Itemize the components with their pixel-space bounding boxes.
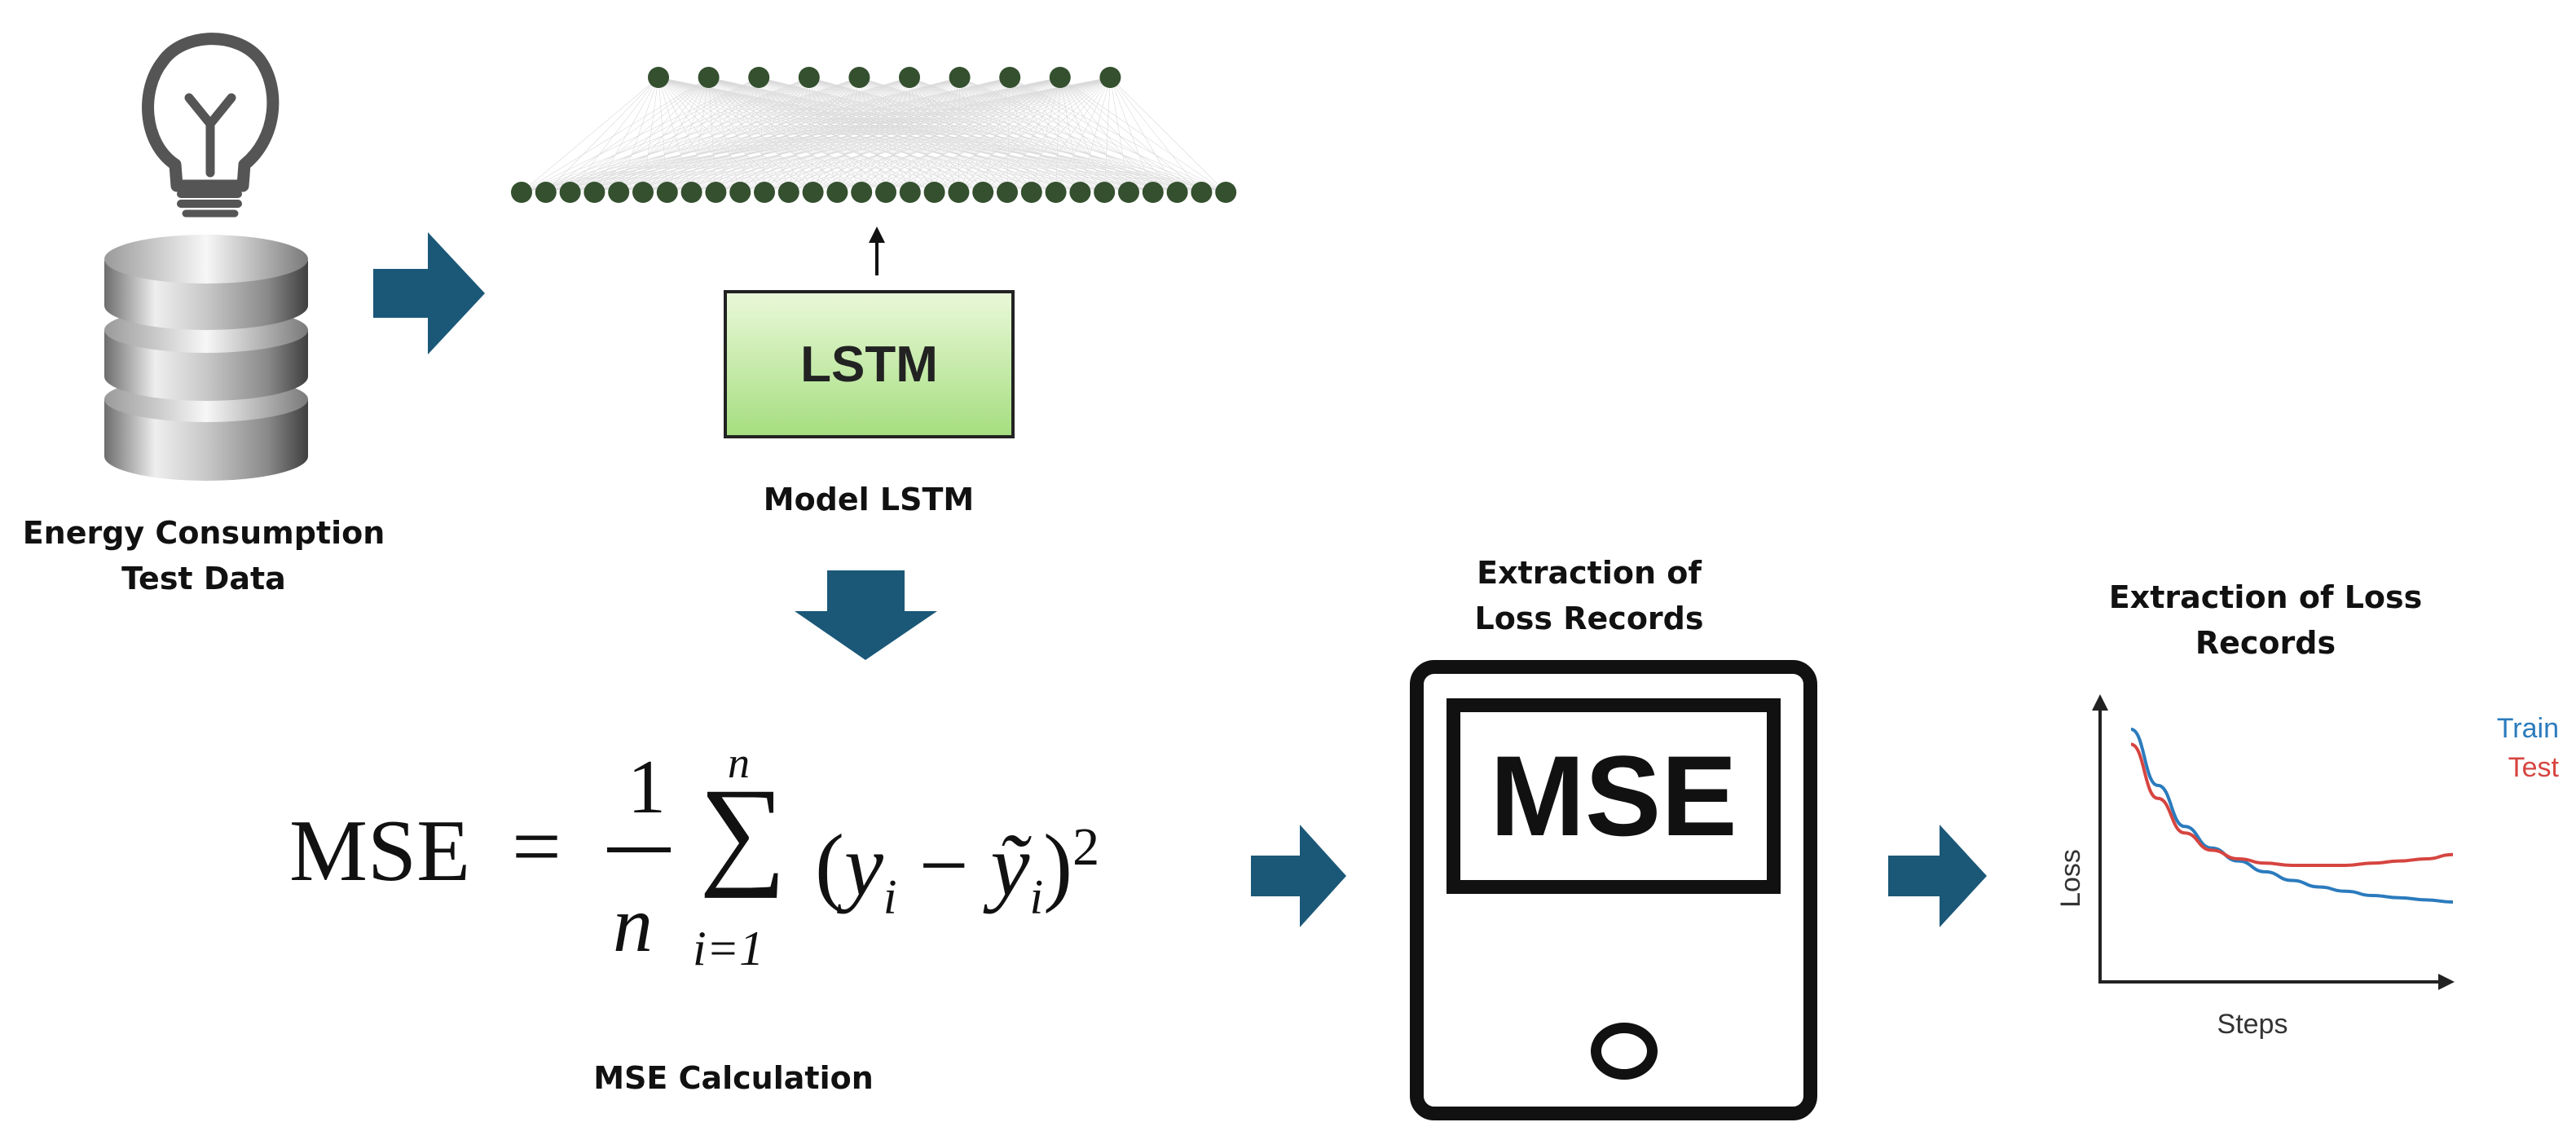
formula-numerator: 1 (627, 745, 666, 830)
legend-item-train: Train (2497, 713, 2559, 744)
hidden-node (1142, 182, 1164, 203)
arrow-right-icon (1251, 825, 1346, 927)
device-title: Extraction of Loss Records (1385, 550, 1793, 641)
formula-term: (yi − ỹi)2 (815, 817, 1100, 924)
hidden-node (754, 182, 775, 203)
device-title-line1: Extraction of (1477, 555, 1702, 591)
input-node (1099, 67, 1121, 88)
hidden-node (777, 182, 799, 203)
network-connections (521, 77, 1226, 193)
hidden-node (1191, 182, 1213, 203)
hidden-node (923, 182, 945, 203)
hidden-node (583, 182, 605, 203)
lstm-box-label: LSTM (800, 336, 938, 393)
hidden-node (1166, 182, 1188, 203)
hidden-node (899, 182, 921, 203)
y-axis-arrow-icon (2092, 694, 2108, 711)
sigma-symbol: ∑ (699, 764, 786, 899)
hidden-node (1045, 182, 1067, 203)
hidden-node (875, 182, 896, 203)
legend-item-test: Test (2508, 752, 2560, 783)
hidden-node (729, 182, 751, 203)
hidden-node (680, 182, 702, 203)
hidden-node (826, 182, 848, 203)
x-axis-arrow-icon (2438, 974, 2455, 990)
formula-lhs: MSE (289, 803, 471, 900)
hidden-node (1020, 182, 1042, 203)
hidden-node (632, 182, 654, 203)
formula-equals: = (512, 799, 561, 896)
formula-denominator: n (613, 881, 653, 969)
hidden-node (972, 182, 994, 203)
meter-device-icon: MSE (1410, 660, 1817, 1120)
input-node (899, 67, 920, 88)
input-node (999, 67, 1021, 88)
input-node (1049, 67, 1071, 88)
device-button-icon (1591, 1023, 1658, 1080)
hidden-node (535, 182, 557, 203)
input-node (648, 67, 669, 88)
data-label-line1: Energy Consumption (22, 515, 385, 551)
hidden-node (705, 182, 727, 203)
hidden-node (851, 182, 873, 203)
lstm-box: LSTM (724, 290, 1015, 438)
sum-upper-limit: n (728, 738, 750, 787)
hidden-node (1118, 182, 1139, 203)
input-node (698, 67, 720, 88)
hidden-node (1215, 182, 1237, 203)
input-node (748, 67, 770, 88)
chart-title-line2: Records (2195, 625, 2336, 661)
chart-ylabel: Loss (2055, 849, 2086, 908)
hidden-node (802, 182, 824, 203)
arrow-down-icon (795, 570, 937, 660)
input-node (848, 67, 870, 88)
chart-title-line1: Extraction of Loss (2108, 579, 2423, 615)
sum-lower-limit: i=1 (693, 922, 764, 975)
fraction-bar (607, 847, 671, 852)
arrow-right-icon (1888, 825, 1987, 927)
hidden-node (656, 182, 678, 203)
data-label-line2: Test Data (121, 561, 286, 596)
data-label: Energy Consumption Test Data (0, 510, 407, 601)
hidden-node (1094, 182, 1116, 203)
model-caption: Model LSTM (763, 482, 975, 517)
hidden-node (608, 182, 630, 203)
input-node (949, 67, 971, 88)
series-line-test (2130, 742, 2454, 867)
hidden-node (559, 182, 581, 203)
input-node (798, 67, 820, 88)
chart-xlabel: Steps (2217, 1009, 2288, 1040)
device-screen-text: MSE (1490, 732, 1737, 860)
chart-title: Extraction of Loss Records (2062, 574, 2469, 666)
hidden-node (997, 182, 1018, 203)
hidden-node (1069, 182, 1091, 203)
device-title-line2: Loss Records (1474, 601, 1704, 636)
arrow-right-icon (373, 232, 485, 354)
series-line-train (2130, 728, 2454, 904)
formula-caption: MSE Calculation (593, 1060, 874, 1096)
device-screen: MSE (1447, 698, 1781, 894)
hidden-node (948, 182, 970, 203)
hidden-node (511, 182, 532, 203)
